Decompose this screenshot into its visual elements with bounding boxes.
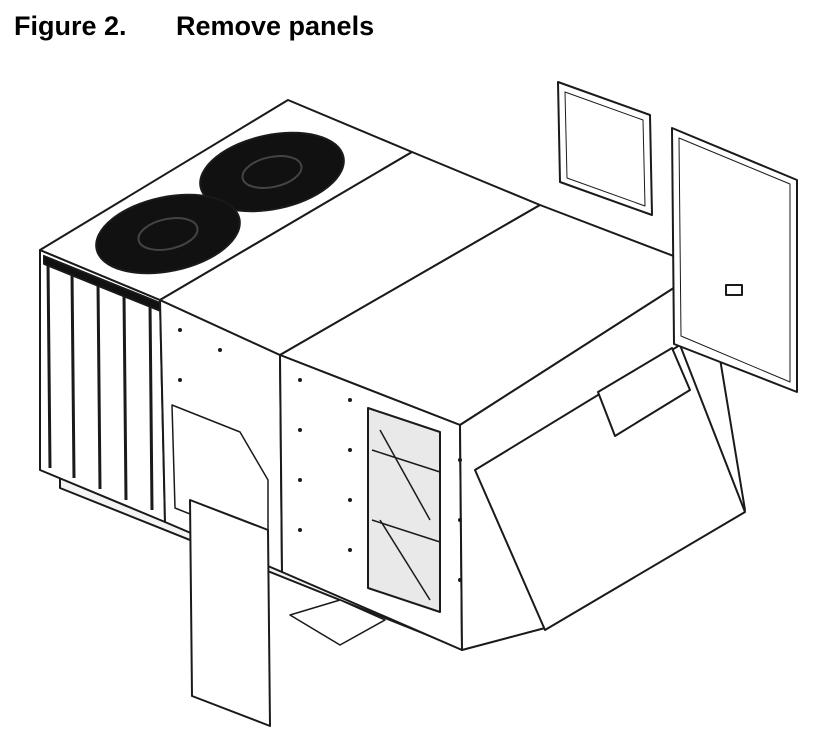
removed-panel-small: [557, 81, 653, 216]
removed-plate: [289, 599, 386, 646]
removed-panel-door-inner: [678, 137, 791, 383]
hood-window: [597, 347, 691, 437]
figure-number: Figure 2.: [14, 10, 127, 41]
rivets: [178, 328, 462, 582]
figure-caption: Figure 2. Remove panels: [14, 8, 374, 44]
door-handle: [725, 284, 743, 296]
fan-rear: [199, 131, 345, 213]
access-opening: [367, 407, 441, 613]
compressor-access-outline: [171, 404, 269, 546]
coil-slats: [46, 261, 154, 511]
removed-panel-small-inner: [564, 91, 646, 207]
opening-frame: [371, 429, 441, 601]
fan-front: [95, 193, 241, 275]
removed-panel-long: [189, 499, 271, 727]
figure-title: Remove panels: [176, 10, 375, 41]
removed-panel-door: [671, 127, 798, 393]
